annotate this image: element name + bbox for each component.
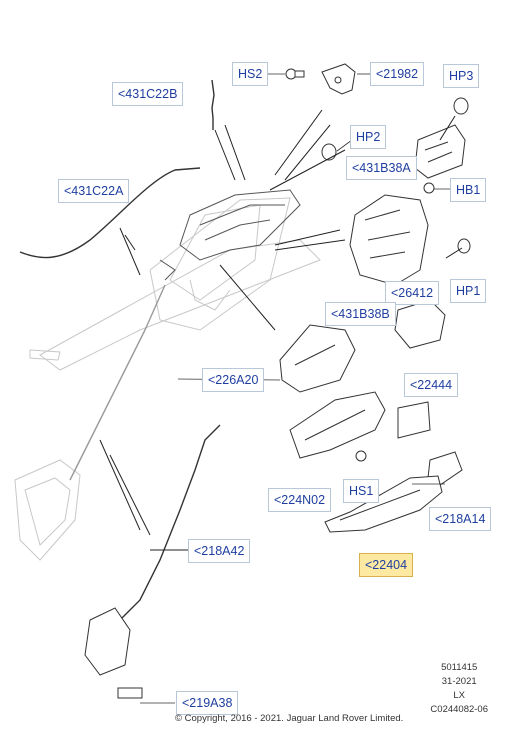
callout-22404[interactable]: <22404 — [359, 553, 414, 577]
part-hs2-screw — [285, 68, 305, 80]
stamp-line-1: 5011415 — [441, 662, 478, 673]
part-hp3-plug — [453, 97, 469, 115]
callout-218A42[interactable]: <218A42 — [188, 539, 251, 563]
callout-219A38[interactable]: <219A38 — [176, 691, 239, 715]
door-latch-assembly — [159, 189, 301, 281]
callout-HS2[interactable]: HS2 — [232, 62, 269, 86]
part-21982-bracket — [321, 63, 356, 95]
part-22444-seal — [397, 401, 431, 439]
illustration-reference-stamp: 5011415 31-2021 LX C0244082-06 — [430, 661, 488, 717]
part-hs1-screw — [355, 450, 367, 462]
cable-218a42 — [114, 424, 221, 626]
part-26412-latch — [349, 194, 429, 286]
callout-26412[interactable]: <26412 — [385, 281, 440, 305]
part-224n02-carrier — [289, 391, 386, 459]
cables — [19, 79, 221, 626]
stamp-line-3: LX — [453, 690, 466, 701]
callout-226A20[interactable]: <226A20 — [202, 368, 265, 392]
callout-HP1[interactable]: HP1 — [450, 279, 487, 303]
cable-431c22a — [19, 167, 201, 259]
callout-HP2[interactable]: HP2 — [350, 125, 387, 149]
callout-431C22B[interactable]: <431C22B — [112, 82, 184, 106]
part-hb1-bolt — [423, 182, 435, 194]
part-hp2-plug — [321, 143, 337, 161]
callout-21982[interactable]: <21982 — [370, 62, 425, 86]
callout-431B38A[interactable]: <431B38A — [346, 156, 417, 180]
callout-431C22A[interactable]: <431C22A — [58, 179, 130, 203]
part-219a38-actuator — [84, 607, 143, 699]
part-431b38a-cover — [414, 124, 466, 179]
part-226a20-bracket — [279, 324, 356, 393]
stamp-line-4: C0244082-06 — [430, 704, 488, 715]
callout-431B38B[interactable]: <431B38B — [325, 302, 396, 326]
stamp-line-2: 31-2021 — [441, 676, 477, 687]
callout-218A14[interactable]: <218A14 — [429, 507, 492, 531]
callout-224N02[interactable]: <224N02 — [268, 488, 332, 512]
callout-HB1[interactable]: HB1 — [450, 178, 487, 202]
callout-22444[interactable]: <22444 — [404, 373, 459, 397]
door-frame-ghost — [14, 197, 321, 561]
callout-HP3[interactable]: HP3 — [443, 64, 480, 88]
cable-ghost-long — [69, 284, 166, 481]
part-hp1-plug — [457, 238, 471, 254]
part-431b38b-cover — [394, 299, 446, 349]
leader-lines — [99, 109, 463, 551]
callout-HS1[interactable]: HS1 — [343, 479, 380, 503]
copyright-notice: © Copyright, 2016 - 2021. Jaguar Land Ro… — [175, 713, 404, 724]
cable-431c22b — [211, 79, 215, 130]
